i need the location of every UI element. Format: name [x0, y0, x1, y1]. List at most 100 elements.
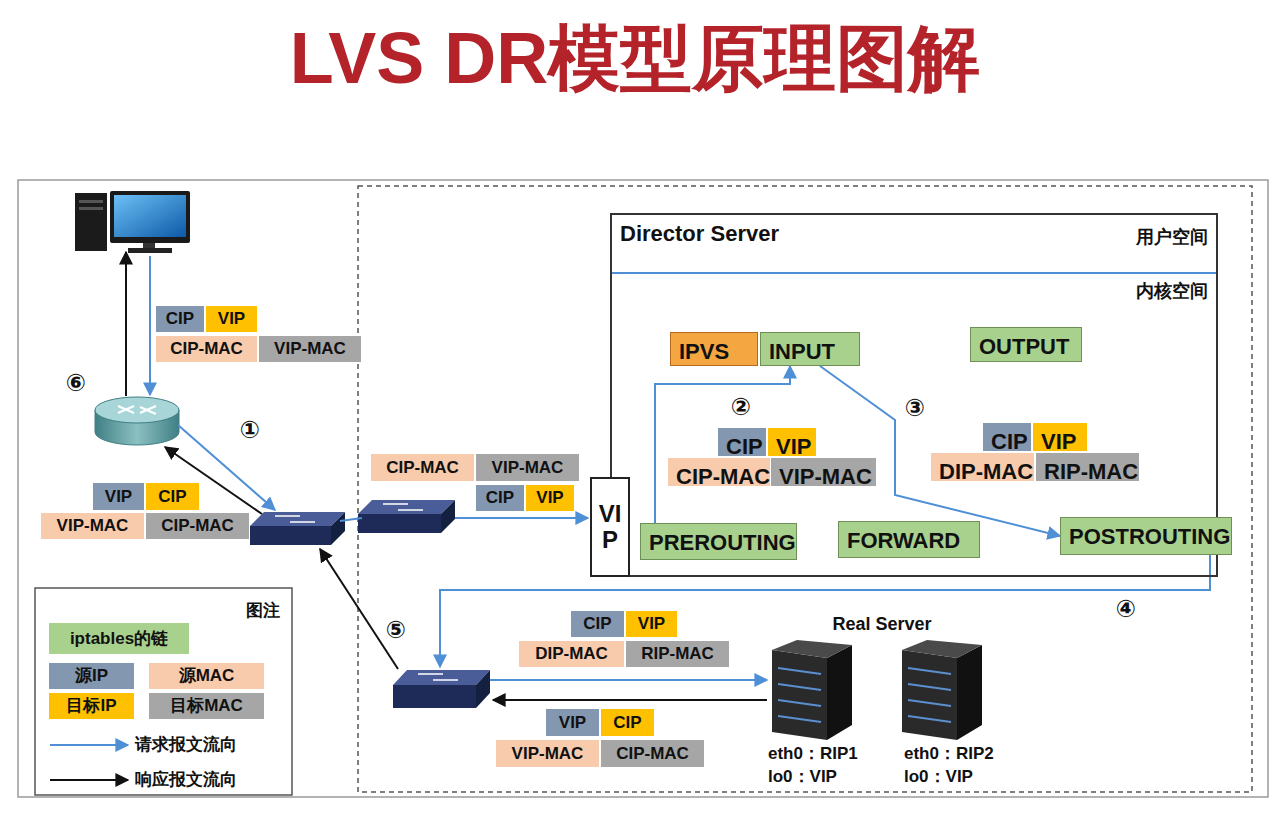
target-mac-cell: VIP-MAC	[770, 457, 877, 487]
server-icon	[902, 640, 982, 658]
source-ip-cell: CIP	[155, 305, 205, 333]
node-label: eth0：RIP2	[904, 742, 994, 765]
server-icon	[957, 645, 982, 740]
box-heading: Director Server	[620, 221, 779, 247]
switch-symbol	[441, 500, 455, 533]
legend-swatch: iptables的链	[48, 622, 190, 655]
node-label: CIP-MAC	[170, 339, 243, 359]
label-holder: ③	[905, 394, 925, 422]
legend-swatch: 源IP	[48, 662, 135, 690]
switch-symbol	[418, 674, 458, 680]
node-label: VIP	[105, 487, 132, 507]
node-label: FORWARD	[847, 528, 960, 554]
switch-symbol	[358, 500, 455, 533]
node-label: OUTPUT	[979, 334, 1069, 360]
label-holder: ⑤	[386, 616, 406, 644]
legend-text: 目标MAC	[170, 694, 243, 718]
vip-interface-box: VIP	[590, 477, 630, 577]
target-mac-cell: RIP-MAC	[1035, 452, 1140, 482]
legend-swatch: 源MAC	[148, 662, 265, 690]
legend-text: 请求报文流向	[135, 733, 237, 757]
target-ip-cell: VIP	[525, 484, 575, 512]
node-label: CIP-MAC	[386, 458, 459, 478]
server-icon	[772, 640, 852, 658]
node-label: VIP	[598, 501, 622, 554]
node-label: CIP	[613, 713, 641, 733]
switch-symbol	[250, 526, 331, 545]
source-mac-cell: CIP-MAC	[370, 453, 475, 482]
node-label: IPVS	[679, 339, 729, 365]
label-holder: ④	[1116, 595, 1136, 623]
node-label: lo0：VIP	[768, 765, 837, 788]
server-icon	[827, 645, 852, 740]
callout-number: ④	[1116, 595, 1136, 623]
node-label: CIP-MAC	[676, 464, 770, 490]
real-server: eth0：RIP2lo0：VIP	[900, 638, 1030, 788]
iptables-chain-box: INPUT	[760, 332, 860, 366]
legend-text: 源IP	[75, 664, 108, 688]
request-flow-line	[149, 256, 151, 395]
page-title: LVS DR模型原理图解	[290, 10, 981, 106]
router-symbol	[95, 397, 179, 423]
group-heading: Real Server	[832, 614, 931, 635]
legend-text: 源MAC	[179, 664, 235, 688]
label-holder: ⑥	[66, 369, 86, 397]
switch-symbol	[358, 500, 455, 514]
legend-text: 响应报文流向	[135, 768, 237, 792]
computer-screen	[114, 195, 186, 237]
node-label: VIP-MAC	[274, 339, 346, 359]
node-label: VIP	[559, 713, 586, 733]
node-label: POSTROUTING	[1069, 524, 1230, 550]
node-label: VIP	[638, 614, 665, 634]
computer-tower	[79, 200, 103, 203]
switch-symbol	[393, 685, 476, 708]
page-title-band: LVS DR模型原理图解	[0, 10, 1270, 106]
legend-frame	[35, 588, 292, 795]
node-label: CIP	[158, 487, 186, 507]
request-flow-line	[455, 517, 588, 519]
legend-entry: 请求报文流向	[135, 733, 237, 757]
node-label: CIP	[166, 309, 194, 329]
legend-line-sample	[50, 744, 128, 746]
source-mac-cell: VIP-MAC	[495, 739, 600, 768]
legend-entry: 响应报文流向	[135, 768, 237, 792]
source-mac-cell: CIP-MAC	[667, 457, 772, 487]
server-icon	[778, 668, 821, 722]
request-flow-line	[440, 536, 1210, 667]
switch-symbol	[476, 670, 490, 708]
legend-text: 目标IP	[66, 694, 116, 718]
server-icon	[908, 668, 951, 722]
node-label: CIP	[486, 488, 514, 508]
computer-tower	[79, 207, 103, 210]
iptables-chain-box: OUTPUT	[970, 327, 1082, 362]
target-mac-cell: VIP-MAC	[258, 335, 362, 363]
legend-swatch: 目标IP	[48, 692, 135, 720]
switch-symbol	[393, 670, 490, 685]
response-flow-line	[320, 549, 398, 669]
callout-number: ⑥	[66, 369, 86, 397]
source-ip-cell: CIP	[475, 484, 525, 512]
node-label: CIP-MAC	[616, 744, 689, 764]
node-label: PREROUTING	[649, 530, 796, 556]
legend-text: iptables的链	[70, 627, 168, 651]
legend-heading: 图注	[246, 599, 280, 622]
source-ip-cell: VIP	[92, 482, 145, 511]
source-ip-cell: CIP	[717, 427, 767, 457]
server-icon	[772, 640, 852, 740]
node-label: DIP-MAC	[939, 459, 1033, 485]
target-ip-cell: CIP	[145, 482, 200, 511]
target-ip-cell: VIP	[625, 610, 678, 638]
response-flow-line	[493, 699, 767, 701]
response-flow-line	[125, 252, 127, 396]
node-label: eth0：RIP1	[768, 742, 858, 765]
target-ip-cell: VIP	[1032, 422, 1088, 452]
label-holder: Real Server	[832, 614, 931, 635]
router-symbol	[118, 406, 156, 414]
callout-number: ①	[240, 416, 260, 444]
source-ip-cell: VIP	[545, 708, 600, 737]
target-mac-cell: CIP-MAC	[145, 512, 250, 540]
computer-tower	[75, 193, 107, 251]
target-mac-cell: VIP-MAC	[475, 453, 580, 482]
real-server: eth0：RIP1lo0：VIP	[764, 638, 894, 788]
switch-symbol	[275, 516, 315, 522]
